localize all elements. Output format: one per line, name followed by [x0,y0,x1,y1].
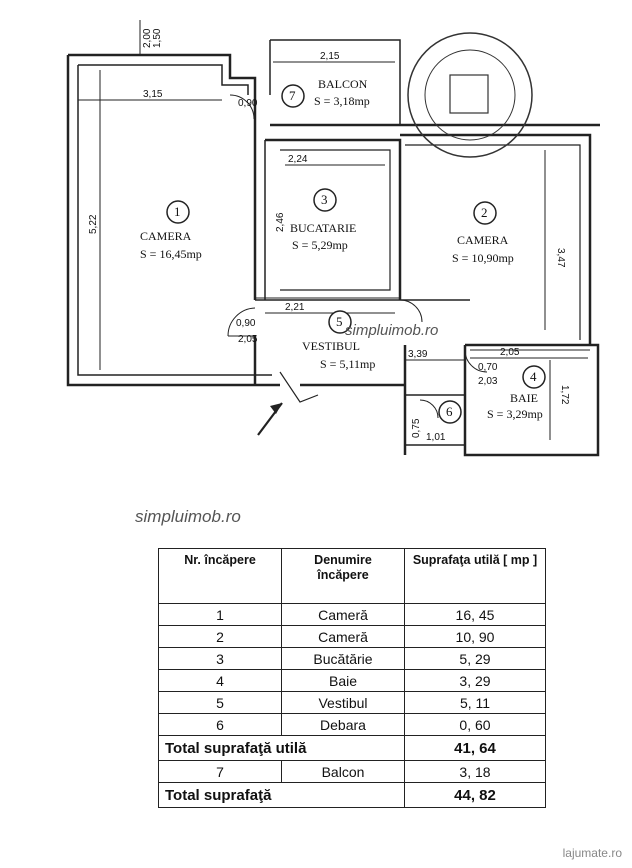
total-utila-value: 41, 64 [404,735,546,761]
row-name: Cameră [281,603,405,626]
table-row: 4 Baie 3, 29 [158,669,546,692]
room-3-name: BUCATARIE [290,221,356,235]
dim-1-01: 1,01 [426,432,446,443]
dim-0-70: 0,70 [478,362,498,373]
room-7-number: 7 [289,88,296,103]
room-2-name: CAMERA [457,233,509,247]
table-row: 6 Debara 0, 60 [158,713,546,736]
room-6-number: 6 [446,404,453,419]
row-name: Baie [281,669,405,692]
dim-3-47: 3,47 [555,248,566,268]
dim-0-90-top: 0,90 [238,98,258,109]
dim-1-50: 1,50 [152,28,163,48]
room-5-area: S = 5,11mp [320,357,375,371]
room-5-name: VESTIBUL [302,339,360,353]
row-area: 5, 29 [404,647,546,670]
row-nr: 3 [158,647,282,670]
balcon-nr: 7 [158,760,282,783]
dim-2-15: 2,15 [320,51,340,62]
room-3-number: 3 [321,192,328,207]
balcon-name: Balcon [281,760,405,783]
row-nr: 1 [158,603,282,626]
dim-1-72: 1,72 [559,385,570,405]
balcon-area: 3, 18 [404,760,546,783]
dim-2-21: 2,21 [285,302,305,313]
room-4-area: S = 3,29mp [487,407,543,421]
row-nr: 2 [158,625,282,648]
mid-watermark: simpluimob.ro [135,507,241,526]
table-header-row: Nr. încăpere Denumire încăpere Suprafaţa… [158,548,546,604]
row-area: 0, 60 [404,713,546,736]
dim-2-03: 2,03 [478,376,498,387]
room-1-area: S = 16,45mp [140,247,202,261]
room-2-area: S = 10,90mp [452,251,514,265]
dim-2-24: 2,24 [288,154,308,165]
room-2-number: 2 [481,205,488,220]
total-utila-label: Total suprafaţă utilă [158,735,405,761]
row-area: 5, 11 [404,691,546,714]
header-area: Suprafaţa utilă [ mp ] [404,548,546,604]
room-4-number: 4 [530,369,537,384]
row-nr: 4 [158,669,282,692]
row-area: 10, 90 [404,625,546,648]
row-name: Cameră [281,625,405,648]
table-row: 5 Vestibul 5, 11 [158,691,546,714]
dim-3-39: 3,39 [408,349,428,360]
area-table: Nr. încăpere Denumire încăpere Suprafaţa… [158,548,546,808]
total-utila-row: Total suprafaţă utilă 41, 64 [158,735,546,761]
row-area: 3, 29 [404,669,546,692]
table-row: 3 Bucătărie 5, 29 [158,647,546,670]
total-label: Total suprafaţă [158,782,405,808]
plan-watermark: simpluimob.ro [345,322,438,339]
floor-plan: 1 CAMERA S = 16,45mp 2 CAMERA S = 10,90m… [66,20,600,457]
header-name: Denumire încăpere [281,548,405,604]
row-nr: 6 [158,713,282,736]
dim-3-15: 3,15 [143,89,163,100]
room-3-area: S = 5,29mp [292,238,348,252]
room-7-name: BALCON [318,77,368,91]
room-1-number: 1 [174,204,181,219]
room-1-name: CAMERA [140,229,192,243]
dim-2-05: 2,05 [500,347,520,358]
room-4-name: BAIE [510,391,538,405]
dim-2-05-side: 2,05 [238,334,258,345]
dim-2-00: 2,00 [142,28,153,48]
table-row: 2 Cameră 10, 90 [158,625,546,648]
total-row: Total suprafaţă 44, 82 [158,782,546,808]
row-nr: 5 [158,691,282,714]
dim-0-75: 0,75 [411,418,422,438]
header-nr: Nr. încăpere [158,548,282,604]
corner-watermark: lajumate.ro [562,846,622,860]
room-7-area: S = 3,18mp [314,94,370,108]
balcon-row: 7 Balcon 3, 18 [158,760,546,783]
row-area: 16, 45 [404,603,546,626]
room-5-number: 5 [336,314,343,329]
row-name: Vestibul [281,691,405,714]
row-name: Debara [281,713,405,736]
total-value: 44, 82 [404,782,546,808]
table-row: 1 Cameră 16, 45 [158,603,546,626]
dim-0-90-side: 0,90 [236,318,256,329]
dim-5-22: 5,22 [88,214,99,234]
dim-2-46: 2,46 [275,212,286,232]
row-name: Bucătărie [281,647,405,670]
